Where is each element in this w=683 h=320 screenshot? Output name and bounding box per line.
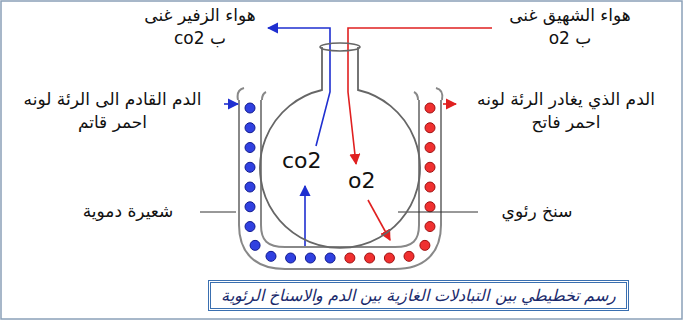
blood-cell	[245, 222, 255, 232]
blood-cell	[245, 182, 255, 192]
blood-out-arrow	[443, 103, 456, 105]
gas-label: co2	[282, 148, 322, 173]
air-label: هواء الشهيق غنى ب o2	[500, 4, 640, 50]
blood-cell	[245, 162, 255, 172]
blood-cell	[250, 240, 260, 250]
blood-cell	[425, 103, 435, 113]
blood-cell	[245, 123, 255, 133]
blood-cell	[305, 253, 315, 263]
blood-label: الدم الذي يغادر الرئة لونه احمر فاتح	[460, 88, 672, 134]
blood-cell	[266, 251, 276, 261]
alveolus: co2 o2	[258, 40, 422, 252]
blood-cell	[404, 251, 414, 261]
gas-label: o2	[348, 168, 375, 193]
blood-cell	[425, 182, 435, 192]
leader-line	[200, 212, 236, 213]
blood-cell	[420, 240, 430, 250]
part-label: شعيرة دموية	[60, 200, 196, 223]
blood-cell	[245, 202, 255, 212]
air-label: هواء الزفير غنى ب co2	[136, 4, 264, 50]
blood-cell	[425, 123, 435, 133]
alveolus-outline	[258, 40, 422, 252]
blood-label: الدم القادم الى الرئة لونه احمر قاتم	[5, 88, 220, 134]
blood-cell	[245, 103, 255, 113]
caption: رسم تخطيطي بين التبادلات الغازية بين الد…	[208, 280, 629, 311]
blood-cell	[325, 253, 335, 263]
blood-cell	[384, 253, 394, 263]
blood-cell	[425, 222, 435, 232]
part-label: سنخ رئوي	[482, 200, 592, 223]
leader-line	[398, 212, 478, 213]
blood-cell	[345, 253, 355, 263]
blood-cell	[425, 143, 435, 153]
blood-cell	[425, 162, 435, 172]
blood-cell	[245, 143, 255, 153]
blood-cell	[365, 253, 375, 263]
blood-cell	[286, 253, 296, 263]
blood-cell	[425, 202, 435, 212]
blood-in-arrow	[224, 103, 238, 105]
